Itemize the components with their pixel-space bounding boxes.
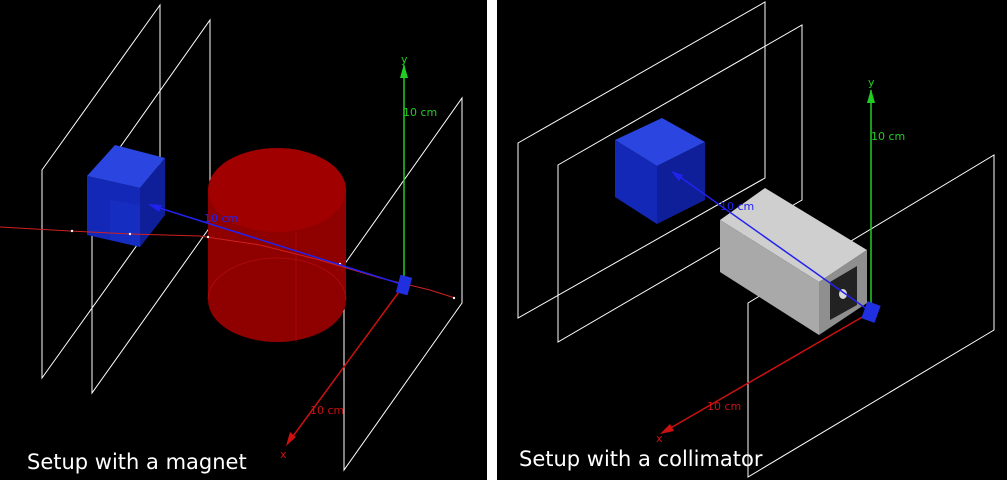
detector-planes [517, 1, 995, 478]
magnet-cylinder [207, 148, 347, 342]
detector-plane-1 [517, 1, 766, 319]
collimator-setup-panel: y 10 cm x 10 cm 10 cm Setup with a colli… [497, 0, 1007, 480]
axis-origin-marker [861, 301, 881, 323]
x-axis-arrow [286, 432, 296, 446]
z-axis-line [149, 204, 405, 286]
z-axis-scale-label: 10 cm [720, 200, 754, 213]
x-axis-scale-label: 10 cm [707, 400, 741, 413]
z-axis-arrow [148, 204, 162, 212]
particle-track [0, 226, 456, 299]
y-axis-label: y [868, 76, 875, 89]
y-axis-scale-label: 10 cm [403, 106, 437, 119]
x-axis-scale-label: 10 cm [310, 404, 344, 417]
y-axis-scale-label: 10 cm [871, 130, 905, 143]
magnet-setup-panel: y 10 cm x 10 cm 10 cm Setup with a magne… [0, 0, 487, 480]
x-axis-label: x [280, 448, 287, 461]
z-axis-arrow [671, 171, 683, 181]
axis-origin-marker [395, 274, 413, 296]
detector-plane-2 [557, 24, 803, 343]
collimator-scene: y 10 cm x 10 cm 10 cm [517, 1, 995, 478]
z-axis-line [672, 171, 872, 313]
x-axis-arrow [660, 424, 674, 434]
source-cube [615, 118, 705, 224]
x-axis-label: x [656, 432, 663, 445]
y-axis-arrow [867, 89, 875, 103]
x-axis-line [661, 311, 872, 434]
z-axis-scale-label: 10 cm [204, 212, 238, 225]
magnet-scene: y 10 cm x 10 cm 10 cm [0, 3, 463, 472]
y-axis-arrow [400, 64, 408, 78]
panel-caption: Setup with a collimator [519, 447, 763, 471]
detector-plane-3 [747, 154, 995, 478]
panel-caption: Setup with a magnet [27, 450, 247, 474]
x-axis-line [287, 284, 405, 444]
source-cube [87, 145, 165, 247]
detector-plane-3 [343, 96, 463, 472]
y-axis-label: y [401, 53, 408, 66]
